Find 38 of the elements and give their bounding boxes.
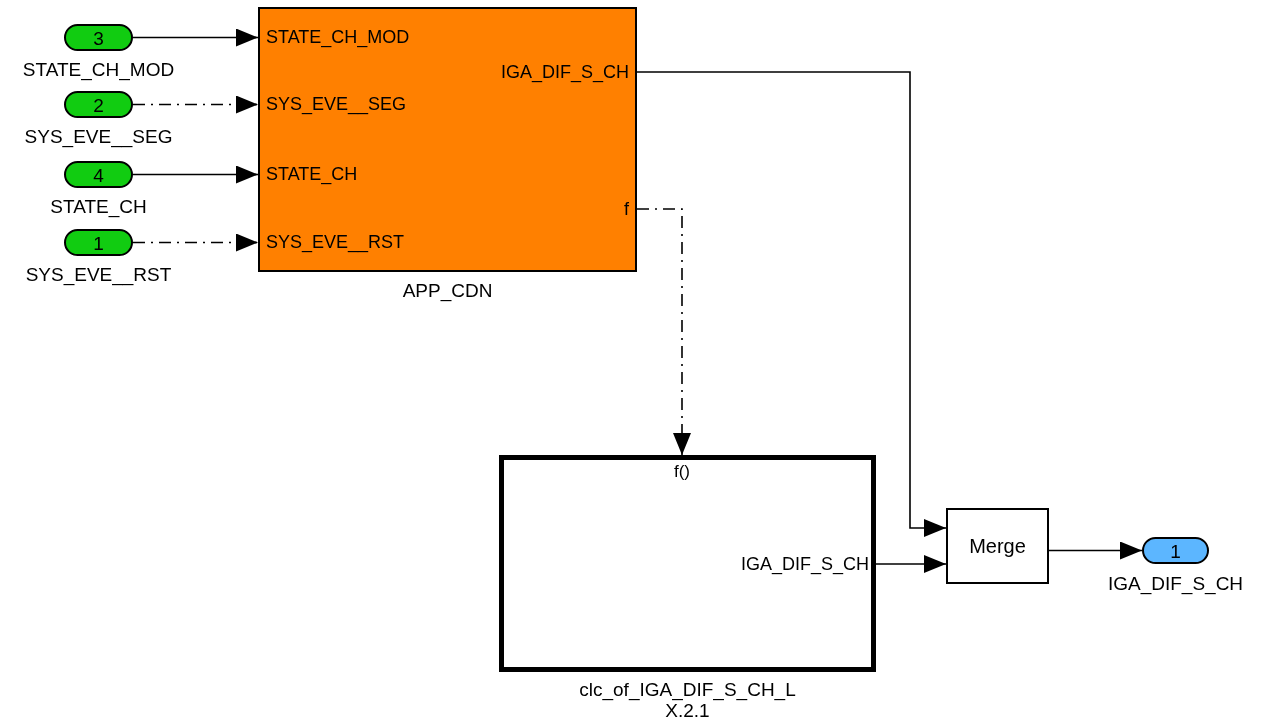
port-number: 3 (93, 28, 104, 47)
port-label: STATE_CH (266, 165, 358, 183)
port-number: 1 (93, 233, 104, 252)
block-name: SYS_EVE__RST (25, 265, 172, 286)
port-label: f (624, 200, 629, 218)
inport-pill (64, 229, 133, 256)
port-number: 4 (93, 165, 104, 184)
arrow (1048, 541, 1143, 560)
arrow (132, 95, 259, 114)
port-number: 2 (93, 95, 104, 114)
port-number: 1 (1170, 541, 1181, 560)
block-name: SYS_EVE__SEG (24, 127, 173, 148)
arrow (875, 555, 947, 573)
inport-pill (64, 91, 133, 118)
block-label: Merge (969, 536, 1026, 556)
block-name: clc_of_IGA_DIF_S_CH_L (579, 680, 796, 701)
arrow (132, 28, 259, 47)
arrow (132, 233, 259, 252)
inport-pill (64, 161, 133, 188)
subsystem-block (258, 7, 637, 272)
merge-block (946, 508, 1049, 584)
inport-pill (64, 24, 133, 51)
arrow (636, 208, 691, 456)
block-name: X.2.1 (665, 701, 710, 722)
outport-pill (1142, 537, 1209, 564)
block-name: STATE_CH_MOD (22, 60, 175, 81)
block-name: IGA_DIF_S_CH (1107, 574, 1244, 595)
function-call-subsystem-block (499, 455, 876, 672)
port-label: SYS_EVE__RST (266, 233, 405, 251)
port-label: STATE_CH_MOD (266, 28, 410, 46)
port-label: SYS_EVE__SEG (266, 95, 407, 113)
block-name: STATE_CH (50, 197, 147, 218)
arrow (132, 165, 259, 184)
port-label: f() (674, 462, 690, 480)
arrow (636, 71, 947, 537)
block-name: APP_CDN (402, 281, 493, 302)
port-label: IGA_DIF_S_CH (500, 63, 629, 81)
port-label: IGA_DIF_S_CH (740, 555, 869, 573)
